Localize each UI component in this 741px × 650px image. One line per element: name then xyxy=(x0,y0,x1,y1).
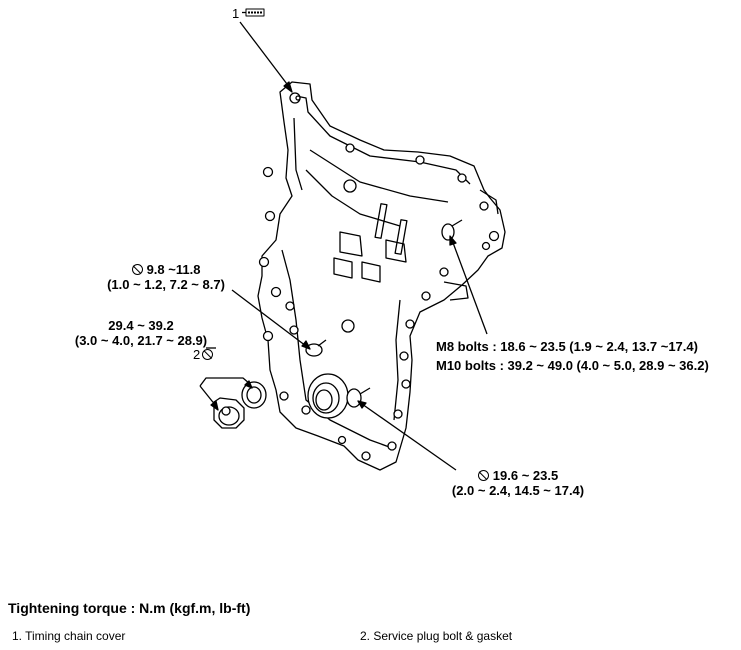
legend-title: Tightening torque : N.m (kgf.m, lb-ft) xyxy=(8,600,251,616)
torque-m8-bolts: M8 bolts : 18.6 ~ 23.5 (1.9 ~ 2.4, 13.7 … xyxy=(436,339,698,354)
torque-callout-m8-m10: M8 bolts : 18.6 ~ 23.5 (1.9 ~ 2.4, 13.7 … xyxy=(436,339,709,373)
leader-lines-part2 xyxy=(199,377,253,411)
torque-lower-bolt-line1: 19.6 ~ 23.5 xyxy=(492,468,559,483)
leader-line-part1 xyxy=(239,21,293,93)
torque-upper-bolt-line2: (1.0 ~ 1.2, 7.2 ~ 8.7) xyxy=(107,277,225,292)
torque-plug-bolt-line2: (3.0 ~ 4.0, 21.7 ~ 28.9) xyxy=(74,333,208,348)
torque-symbol-icon xyxy=(477,470,489,481)
torque-m10-bolts: M10 bolts : 39.2 ~ 49.0 (4.0 ~ 5.0, 28.9… xyxy=(436,358,709,373)
sealant-tube-icon xyxy=(242,8,265,17)
timing-chain-cover xyxy=(257,81,506,471)
torque-symbol-icon xyxy=(131,264,143,275)
torque-callout-plug-bolt: 29.4 ~ 39.2 (3.0 ~ 4.0, 21.7 ~ 28.9) xyxy=(66,318,216,348)
legend-item-1: 1. Timing chain cover xyxy=(12,629,126,643)
part-number-2-text: 2 xyxy=(193,347,201,362)
legend-item-2: 2. Service plug bolt & gasket xyxy=(360,629,513,643)
part-number-1: 1 xyxy=(232,6,240,21)
torque-symbol-icon xyxy=(202,349,214,360)
torque-lower-bolt-line2: (2.0 ~ 2.4, 14.5 ~ 17.4) xyxy=(451,483,585,498)
part-number-2: 2 xyxy=(193,347,217,362)
service-plug-bolt xyxy=(213,397,245,429)
leader-line-upper-bolt xyxy=(231,289,311,350)
torque-callout-lower-bolt: 19.6 ~ 23.5 (2.0 ~ 2.4, 14.5 ~ 17.4) xyxy=(438,468,598,498)
leader-line-lower-bolt xyxy=(357,400,457,471)
leader-line-m8-m10 xyxy=(449,235,488,335)
torque-callout-upper-bolt: 9.8 ~11.8 (1.0 ~ 1.2, 7.2 ~ 8.7) xyxy=(86,262,246,292)
torque-plug-bolt-line1: 29.4 ~ 39.2 xyxy=(108,318,174,333)
torque-upper-bolt-line1: 9.8 ~11.8 xyxy=(146,262,201,277)
service-plug-gasket xyxy=(241,381,267,409)
